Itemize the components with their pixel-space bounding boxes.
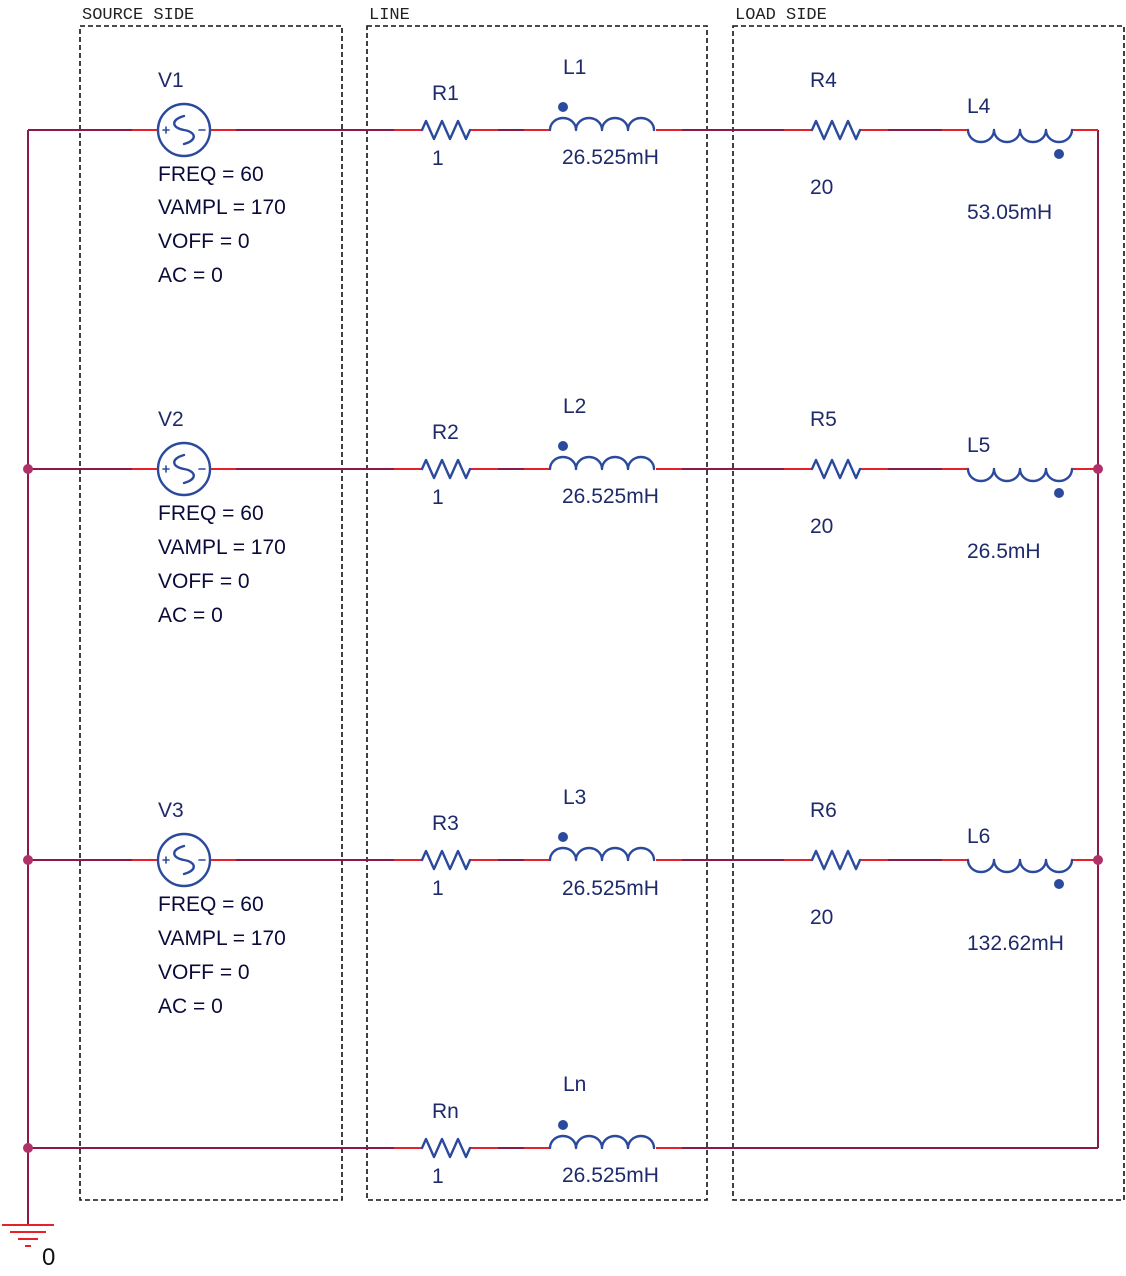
v1-vampl: VAMPL = 170 (158, 196, 286, 219)
voltage-source-v1 (132, 102, 236, 158)
resistor-r2 (394, 458, 498, 480)
l3-name: L3 (563, 786, 586, 809)
v1-ac: AC = 0 (158, 264, 223, 287)
resistor-r1 (394, 119, 498, 141)
voltage-source-v2 (132, 441, 236, 497)
ground-symbol (2, 1224, 54, 1247)
inductor-l6 (942, 858, 1098, 889)
v1-voff: VOFF = 0 (158, 230, 250, 253)
r2-name: R2 (432, 421, 459, 444)
v2-ac: AC = 0 (158, 604, 223, 627)
l5-name: L5 (967, 434, 990, 457)
l1-name: L1 (563, 56, 586, 79)
junction-left-row-2 (23, 464, 33, 474)
rn-name: Rn (432, 1100, 459, 1123)
voltage-source-v3 (132, 832, 236, 888)
v2-freq: FREQ = 60 (158, 502, 264, 525)
v2-name: V2 (158, 408, 184, 431)
resistor-r4 (784, 119, 888, 141)
source-side-box (79, 25, 343, 1201)
r5-value: 20 (810, 515, 833, 538)
r6-name: R6 (810, 799, 837, 822)
v1-name: V1 (158, 69, 184, 92)
load-side-label: LOAD SIDE (735, 6, 827, 25)
source-side-label: SOURCE SIDE (82, 6, 194, 25)
l3-value: 26.525mH (562, 877, 659, 900)
v3-voff: VOFF = 0 (158, 961, 250, 984)
ground-label: 0 (42, 1244, 55, 1271)
inductor-l3 (524, 832, 682, 862)
r3-name: R3 (432, 812, 459, 835)
v2-vampl: VAMPL = 170 (158, 536, 286, 559)
inductor-ln (524, 1120, 682, 1150)
load-side-box (732, 25, 1125, 1201)
resistor-r3 (394, 849, 498, 871)
inductor-l4 (942, 128, 1098, 159)
junction-left-row-3 (23, 855, 33, 865)
v2-voff: VOFF = 0 (158, 570, 250, 593)
rn-value: 1 (432, 1165, 444, 1188)
resistor-r5 (784, 458, 888, 480)
l2-value: 26.525mH (562, 485, 659, 508)
junction-right-row-2 (1093, 464, 1103, 474)
l1-value: 26.525mH (562, 146, 659, 169)
l6-name: L6 (967, 825, 990, 848)
v3-ac: AC = 0 (158, 995, 223, 1018)
r2-value: 1 (432, 486, 444, 509)
l5-value: 26.5mH (967, 540, 1041, 563)
resistor-rn (394, 1137, 498, 1159)
line-box (366, 25, 708, 1201)
v3-vampl: VAMPL = 170 (158, 927, 286, 950)
inductor-l1 (524, 102, 682, 132)
r3-value: 1 (432, 877, 444, 900)
resistor-r6 (784, 849, 888, 871)
line-label: LINE (369, 6, 410, 25)
ln-name: Ln (563, 1073, 586, 1096)
junction-right-row-3 (1093, 855, 1103, 865)
r4-value: 20 (810, 176, 833, 199)
r6-value: 20 (810, 906, 833, 929)
ln-value: 26.525mH (562, 1164, 659, 1187)
inductor-l2 (524, 441, 682, 471)
r5-name: R5 (810, 408, 837, 431)
r1-name: R1 (432, 82, 459, 105)
inductor-l5 (942, 467, 1098, 498)
v3-name: V3 (158, 799, 184, 822)
v1-freq: FREQ = 60 (158, 163, 264, 186)
l4-name: L4 (967, 95, 991, 118)
v3-freq: FREQ = 60 (158, 893, 264, 916)
r4-name: R4 (810, 69, 837, 92)
l2-name: L2 (563, 395, 586, 418)
l4-value: 53.05mH (967, 201, 1052, 224)
junction-left-neutral (23, 1143, 33, 1153)
r1-value: 1 (432, 147, 444, 170)
l6-value: 132.62mH (967, 932, 1064, 955)
